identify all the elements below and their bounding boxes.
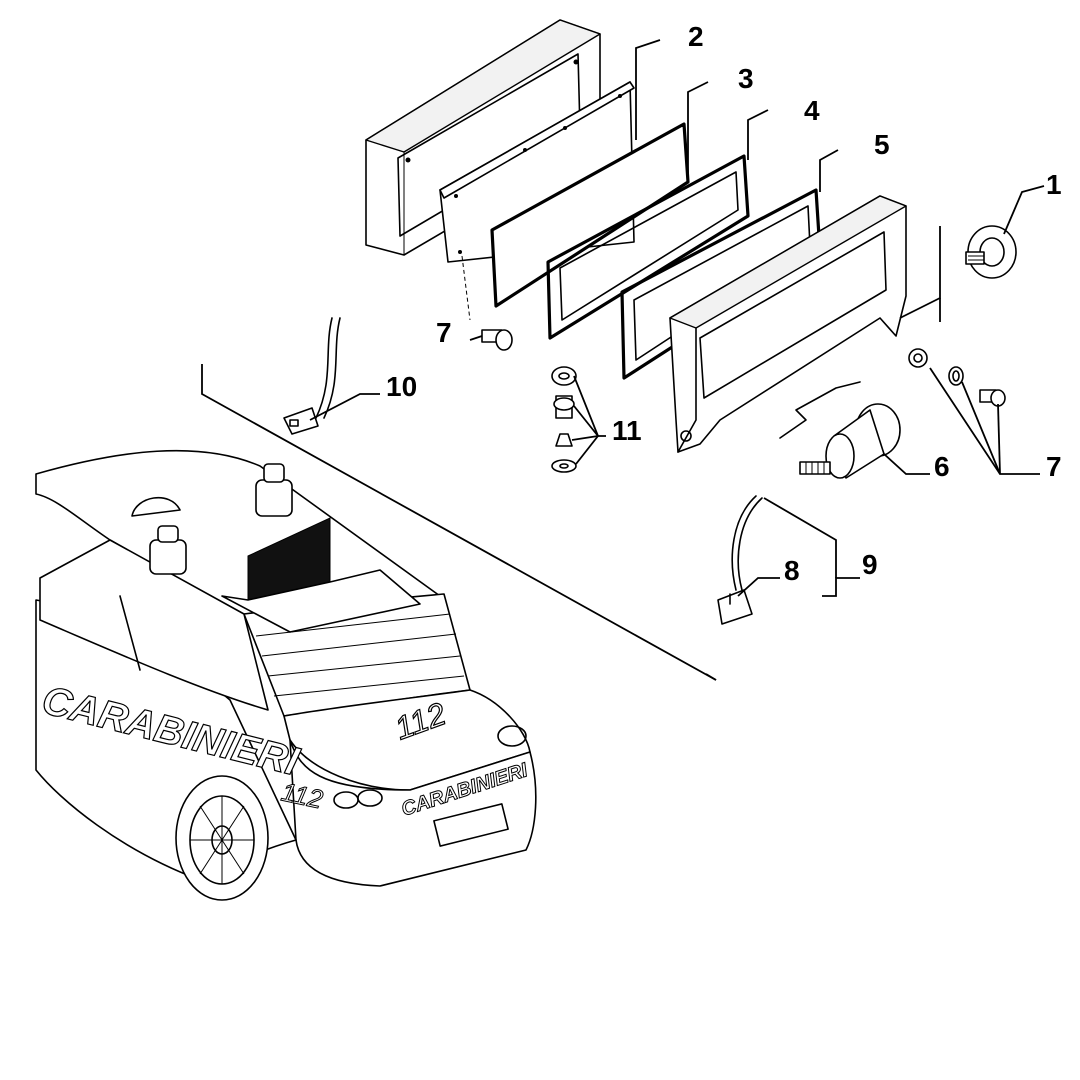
callout-7-right: 7: [1046, 451, 1062, 482]
callout-6: 6: [934, 451, 950, 482]
screw-part-7-left: [461, 255, 513, 351]
front-lens-housing: [669, 195, 907, 453]
callout-9: 9: [862, 549, 878, 580]
callout-11: 11: [612, 415, 642, 446]
wiring-connector-part-10: [283, 317, 341, 435]
screw-washers-part-7-right: [908, 348, 1006, 407]
assembly-pointer-line: [201, 364, 717, 681]
callout-2: 2: [688, 21, 704, 52]
callout-5: 5: [874, 129, 890, 160]
police-car-illustration: CARABINIERI 112 112 CARABINIERI: [35, 449, 537, 901]
callout-10: 10: [386, 371, 417, 402]
callout-4: 4: [804, 95, 820, 126]
bulb-socket-part-1: [965, 225, 1017, 279]
callout-7-left: 7: [436, 317, 452, 348]
callout-3: 3: [738, 63, 754, 94]
callout-labels: 1 2 3 4 5 6 7 7 8 9 10 11: [386, 21, 1062, 586]
gasket-frame-part-4: [546, 154, 750, 340]
leader-lines: [309, 39, 1045, 597]
fastener-set-part-11: [551, 366, 577, 473]
callout-1: 1: [1046, 169, 1062, 200]
bulb-holder-part-6: [779, 381, 901, 479]
cable-with-connector-part-9: [717, 495, 763, 625]
callout-8: 8: [784, 555, 800, 586]
